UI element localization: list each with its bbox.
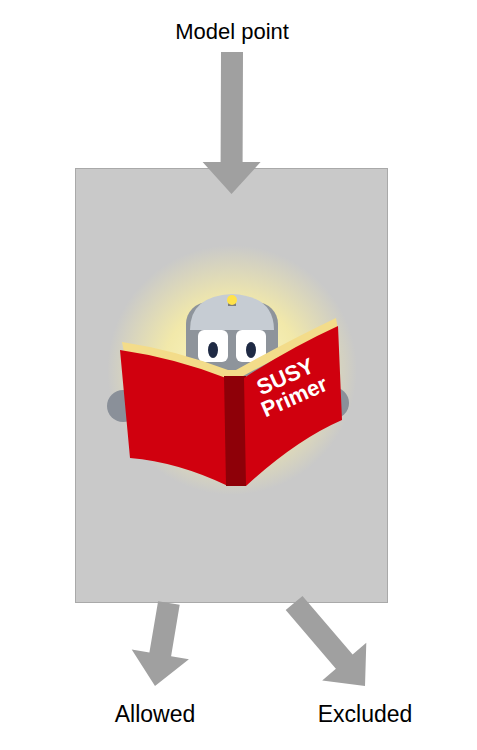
node-text: Excluded [290, 696, 440, 732]
robot-hand [107, 390, 139, 422]
robot-eye [198, 330, 228, 362]
classifier-box: SUSY Primer [75, 168, 388, 603]
result-label: Allowed [80, 696, 230, 732]
book-cover-right [244, 326, 342, 486]
book-spine [224, 376, 246, 486]
node-text: Allowed [80, 696, 230, 732]
robot-hand [317, 387, 349, 419]
robot-dome [190, 294, 274, 330]
reading-glow [107, 245, 357, 495]
book-title: SUSY Primer [245, 351, 336, 424]
book-pages [122, 318, 338, 380]
flow-arrow [203, 52, 261, 194]
node-text: Model point [122, 14, 342, 50]
bulb-light [227, 295, 237, 305]
flow-arrow [286, 596, 367, 686]
input-label: Model point [122, 14, 342, 50]
bulb-base [228, 300, 236, 306]
book-cover-left [120, 350, 228, 486]
flow-arrow [132, 601, 189, 686]
robot-pupil [246, 342, 256, 358]
robot-head [186, 302, 278, 387]
robot-pupil [208, 342, 218, 358]
result-label: Excluded [290, 696, 440, 732]
robot-eye [236, 330, 266, 362]
